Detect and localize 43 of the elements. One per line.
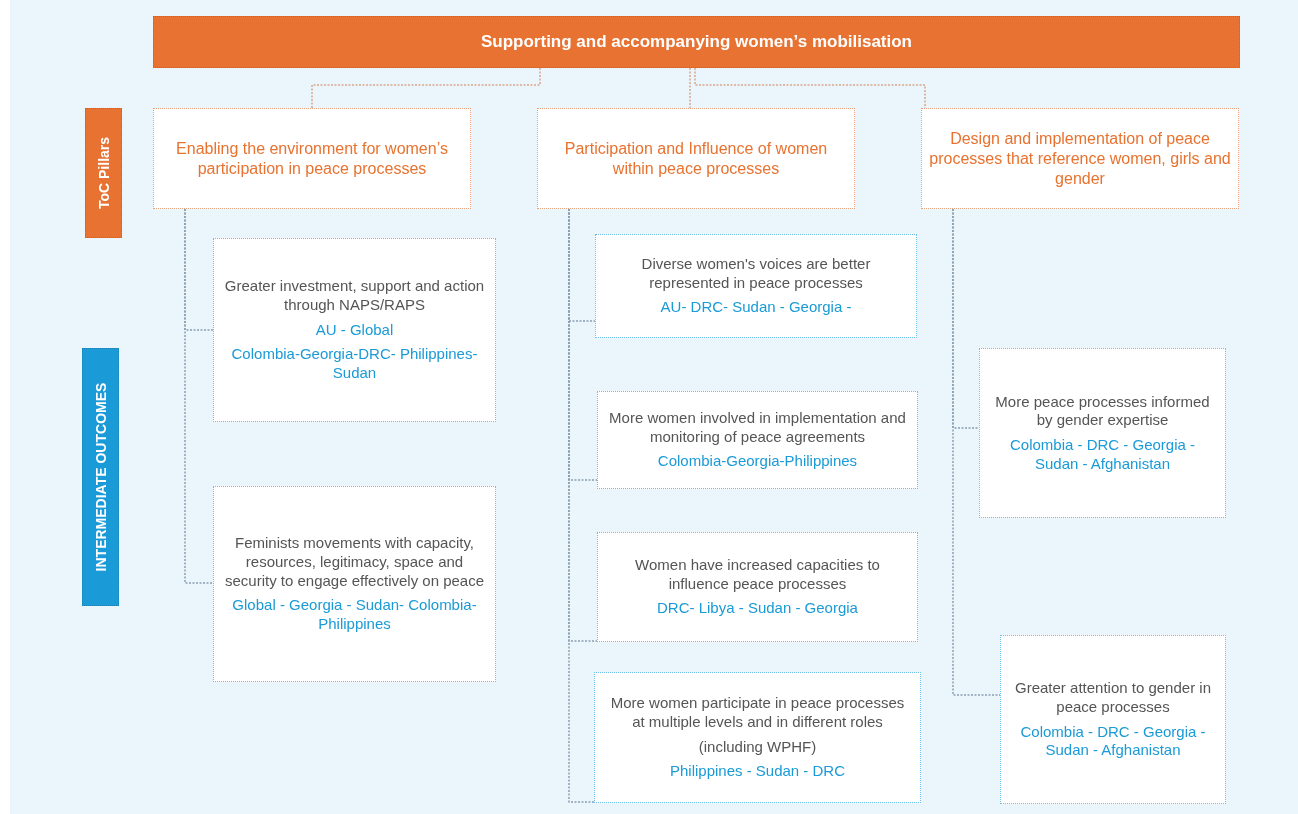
country-list: Colombia-Georgia-DRC- Philippines-Sudan [222,345,487,383]
outcome-text: Greater investment, support and action through NAPS/RAPS [223,277,486,315]
connector-line [184,208,214,584]
outcome-text: More women involved in implementation and monitoring of peace agreements [608,408,907,447]
outcome-box [979,348,1226,518]
pillar-title: Enabling the environment for women’s participation in peace processes [175,138,449,179]
pillar-title: Design and implementation of peace processes that reference women, girls and gender [928,128,1232,189]
band-label: INTERMEDIATE OUTCOMES [92,382,109,572]
outcome-text: Women have increased capacities to influence peace processes [634,555,881,594]
outcome-text: Diverse women's voices are better represented in peace processes [640,254,872,293]
band-label: ToC Pillars [95,136,112,210]
country-list: Colombia-Georgia-Philippines [657,452,858,472]
heading-bar [153,16,1240,68]
outcome-box [595,234,917,338]
pillar-box [537,108,855,209]
country-list: AU- DRC- Sudan - Georgia - [660,298,852,318]
country-list: AU - Global [315,320,394,340]
country-list: Colombia - DRC - Georgia - Sudan - Afghanistan [988,436,1217,474]
country-list: Colombia - DRC - Georgia - Sudan - Afghanistan [1009,722,1217,760]
outcome-box [597,391,918,489]
connector-line [694,67,926,109]
outcome-text: Greater attention to gender in peace processes [1014,679,1212,717]
outcome-box [213,486,496,682]
pillar-box [921,108,1239,209]
outcome-box [597,532,918,642]
connector-line [689,67,691,109]
side-band [85,108,122,238]
heading-text: Supporting and accompanying women’s mobilisation [481,32,912,52]
connector-line [311,67,541,109]
outcome-text: More women participate in peace processes at multiple levels and in different roles [609,694,906,732]
pillar-title: Participation and Influence of women within peace processes [563,138,829,179]
country-list: Global - Georgia - Sudan- Colombia-Philippines [222,596,487,634]
outcome-text: More peace processes informed by gender expertise [994,392,1211,430]
outcome-box [213,238,496,422]
outcome-text: (including WPHF) [698,737,817,757]
pillar-box [153,108,471,209]
outcome-box [594,672,921,803]
side-band [82,348,119,606]
country-list: Philippines - Sudan - DRC [669,762,846,781]
outcome-text: Feminists movements with capacity, resources, legitimacy, space and security to engage effectively on peace [223,534,486,591]
outcome-box [1000,635,1226,804]
country-list: DRC- Libya - Sudan - Georgia [657,599,858,619]
connector-line [952,208,1001,696]
